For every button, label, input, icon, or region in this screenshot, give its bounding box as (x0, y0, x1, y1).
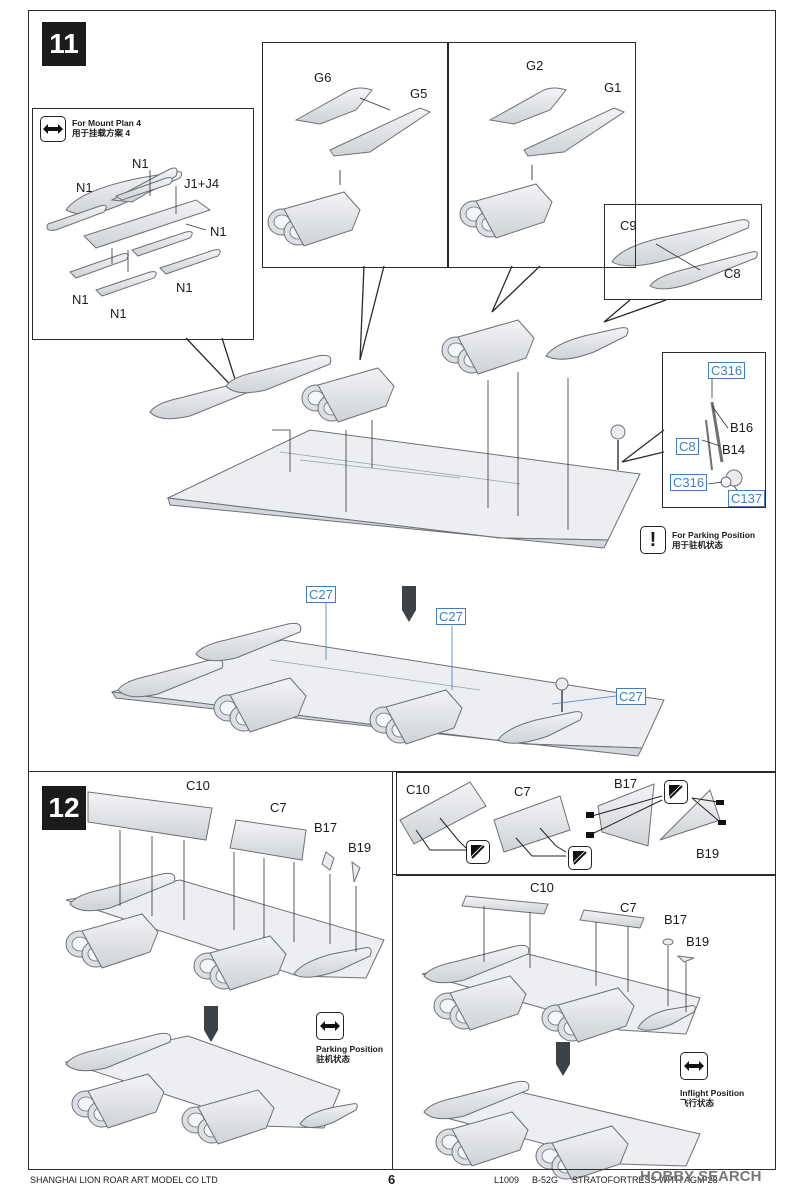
detail-view-icon (664, 780, 688, 804)
part-label: B19 (696, 846, 720, 861)
engine-inset-right (459, 87, 626, 239)
part-label: C7 (620, 900, 637, 915)
part-label: G1 (604, 80, 622, 95)
part-label: C10 (406, 782, 430, 797)
footer-company: SHANGHAI LION ROAR ART MODEL CO LTD (30, 1175, 218, 1185)
part-label: B17 (614, 776, 638, 791)
step12-divider-h (392, 874, 776, 878)
part-ref-callout: C316 (708, 362, 746, 379)
part-label: N1 (176, 280, 193, 295)
part-label: N1 (72, 292, 89, 307)
part-label: C8 (724, 266, 741, 281)
mount-plan-inset (46, 167, 221, 297)
part-label: B17 (314, 820, 338, 835)
footer-model: B-52G (532, 1175, 559, 1185)
part-label: C10 (530, 880, 554, 895)
part-label: G2 (526, 58, 544, 73)
engine-inset-left (267, 87, 432, 247)
gear-box (662, 352, 766, 508)
swap-arrow-icon (680, 1052, 708, 1080)
part-ref-callout: C27 (306, 586, 336, 603)
part-label: B19 (686, 934, 710, 949)
step-number-11: 11 (42, 22, 86, 66)
page-border (28, 10, 776, 1170)
step11-divider (28, 10, 776, 772)
parking-note-12: Parking Position 驻机状态 (316, 1044, 383, 1064)
step12-main (64, 791, 385, 1145)
step12-divider-v (392, 772, 396, 1170)
detail-view-icon (466, 840, 490, 864)
part-label: J1+J4 (184, 176, 220, 191)
part-ref-callout: C316 (670, 474, 708, 491)
mount-plan-note: For Mount Plan 4 用于挂载方案 4 (72, 118, 141, 138)
inflight-note-title: Inflight Position (680, 1088, 745, 1098)
inflight-note-subtitle: 飞行状态 (680, 1098, 715, 1108)
part-label: B19 (348, 840, 372, 855)
warning-exclamation-icon: ! (640, 526, 666, 554)
step12-detail-box (396, 772, 776, 876)
part-label: N1 (132, 156, 149, 171)
part-label: G6 (314, 70, 332, 85)
detail-view-icon (568, 846, 592, 870)
part-ref-callout: C137 (728, 490, 766, 507)
part-label: B17 (664, 912, 688, 927)
parking-note-title: For Parking Position (672, 530, 756, 540)
mount-plan-title: For Mount Plan 4 (72, 118, 141, 128)
footer-name: STRATOFORTRESS WITH AGM-28 (572, 1175, 718, 1185)
wing-assembly-11 (149, 319, 641, 549)
part-label: C7 (270, 800, 287, 815)
engine-box-right (448, 42, 636, 268)
swap-arrow-icon (40, 116, 66, 142)
part-ref-callout: C8 (676, 438, 699, 455)
tank-inset (611, 219, 758, 290)
parking-note-subtitle: 驻机状态 (316, 1054, 351, 1064)
parking-note-subtitle: 用于驻机状态 (672, 540, 724, 550)
part-label: C10 (186, 778, 210, 793)
step12-inflight (421, 895, 701, 1181)
footer-page-number: 6 (388, 1172, 396, 1187)
part-ref-callout: C27 (616, 688, 646, 705)
mount-plan-subtitle: 用于挂载方案 4 (72, 128, 131, 138)
engine-box-left (262, 42, 448, 268)
gear-inset (701, 376, 743, 495)
tank-box (604, 204, 762, 300)
part-label: C9 (620, 218, 637, 233)
part-label: B14 (722, 442, 746, 457)
footer-code: L1009 (494, 1175, 520, 1185)
inflight-note: Inflight Position 飞行状态 (680, 1088, 744, 1108)
part-label: G5 (410, 86, 428, 101)
step-number-12: 12 (42, 786, 86, 830)
step12-detail (399, 781, 726, 857)
part-ref-callout: C27 (436, 608, 466, 625)
part-label: C7 (514, 784, 531, 799)
wing-result-11 (110, 602, 665, 757)
part-label: B16 (730, 420, 754, 435)
part-label: N1 (76, 180, 93, 195)
part-label: N1 (110, 306, 127, 321)
parking-note-title: Parking Position (316, 1044, 384, 1054)
mount-plan-box (32, 108, 254, 340)
parking-note-11: For Parking Position 用于驻机状态 (672, 530, 755, 550)
part-label: N1 (210, 224, 227, 239)
swap-arrow-icon (316, 1012, 344, 1040)
watermark: HOBBY SEARCH (640, 1168, 762, 1185)
